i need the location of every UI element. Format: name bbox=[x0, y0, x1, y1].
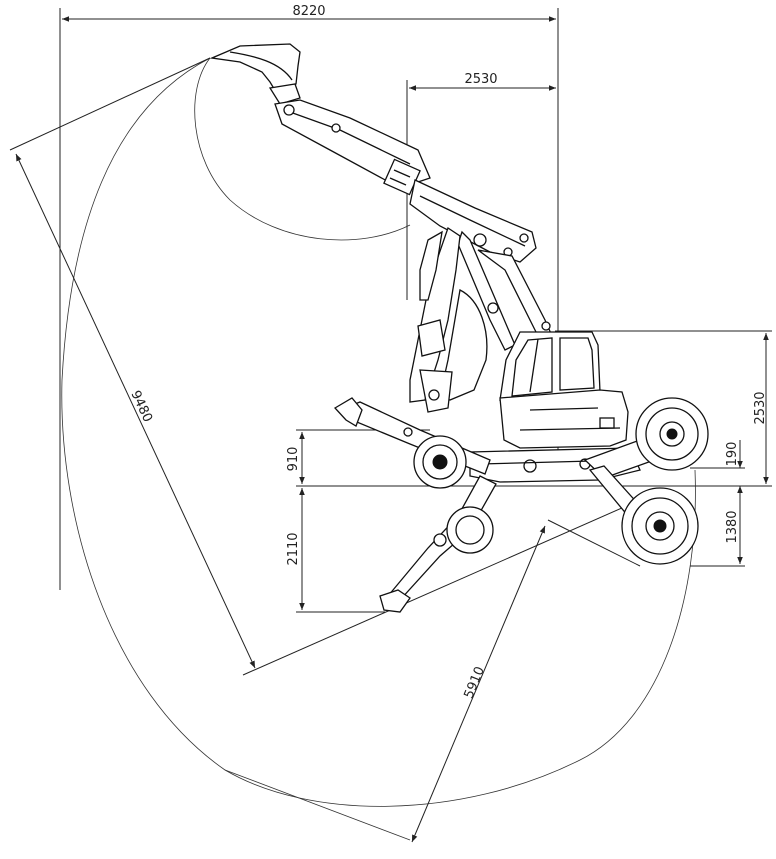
excavator-machine bbox=[209, 43, 709, 613]
dimension-1380-label: 1380 bbox=[725, 510, 740, 543]
dimension-8220-label: 8220 bbox=[292, 4, 325, 19]
dimension-2530-right-label: 2530 bbox=[753, 391, 768, 424]
dimension-190-label: 190 bbox=[725, 442, 740, 467]
engine-body bbox=[499, 389, 629, 449]
cab bbox=[499, 331, 601, 401]
dimension-910-label: 910 bbox=[286, 447, 301, 472]
left-upper-leg bbox=[333, 397, 491, 475]
dimension-9480-label: 9480 bbox=[127, 388, 155, 424]
dimension-upper-offset: 2530 bbox=[406, 72, 556, 300]
left-wheel bbox=[413, 435, 467, 489]
bucket-lower bbox=[409, 226, 488, 413]
dimension-2110-label: 2110 bbox=[286, 532, 301, 565]
boom-cylinders bbox=[457, 230, 553, 351]
dimension-2530-top-label: 2530 bbox=[464, 72, 497, 87]
dimension-cab-height: 2530 bbox=[555, 330, 772, 487]
bucket-upper bbox=[209, 43, 301, 105]
right-lower-wheel bbox=[588, 465, 699, 565]
dimension-5910-label: 5910 bbox=[462, 665, 488, 701]
dimension-bottom-reach: 5910 bbox=[411, 519, 641, 843]
lower-reach-line bbox=[224, 769, 411, 841]
front-lower-leg bbox=[379, 475, 497, 613]
dimension-left-stack: 910 2110 bbox=[286, 429, 700, 613]
main-boom bbox=[409, 179, 537, 263]
dimension-right-stack: 190 1380 bbox=[690, 440, 745, 567]
stick-arm bbox=[274, 99, 431, 196]
